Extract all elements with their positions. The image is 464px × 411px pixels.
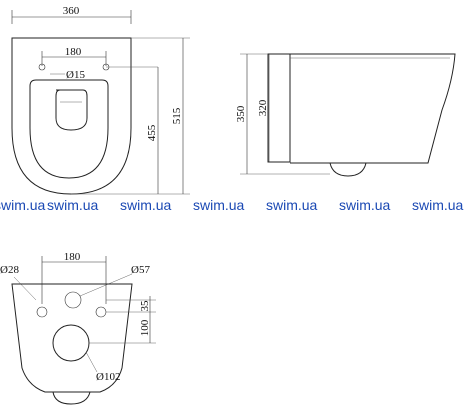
width-label: 360 — [63, 5, 80, 17]
offset-label: 35 — [139, 300, 151, 312]
outlet-bulb — [329, 162, 367, 177]
side-view: 350 320 — [235, 53, 456, 177]
watermark-text: swim.ua — [120, 197, 172, 213]
bowl-opening — [55, 89, 88, 131]
watermark-row: swim.ua swim.ua swim.ua swim.ua swim.ua … — [0, 197, 464, 213]
outlet-leader — [85, 351, 98, 373]
back-view: 180 Ø28 Ø57 35 100 Ø102 — [0, 251, 156, 405]
watermark-text: swim.ua — [339, 197, 391, 213]
hole-diameter-label: Ø15 — [66, 69, 85, 81]
inlet-leader — [79, 273, 133, 297]
outlet-diameter-label: Ø102 — [96, 371, 120, 383]
waste-outlet — [52, 324, 90, 362]
top-view: 360 180 Ø15 455 515 — [11, 5, 190, 195]
inlet-label: Ø57 — [131, 264, 150, 276]
watermark-text: swim.ua — [412, 197, 464, 213]
bolt-hole-left — [36, 306, 48, 318]
watermark-text: swim.ua — [47, 197, 99, 213]
seat-outline — [29, 79, 109, 179]
wall-plate — [267, 53, 291, 163]
height-label: 350 — [235, 105, 247, 122]
bolt-hole-leader — [13, 276, 37, 301]
back-body-outline — [11, 283, 133, 393]
depth-label: 455 — [146, 124, 158, 141]
bolt-hole-right — [95, 306, 107, 318]
watermark-text: swim.ua — [193, 197, 245, 213]
hole-spacing-label: 180 — [65, 46, 82, 58]
mounting-hole-left — [38, 63, 46, 71]
inner-height-label: 320 — [257, 99, 269, 116]
back-outlet-bottom — [52, 391, 91, 405]
water-inlet — [64, 291, 82, 309]
watermark-text: swim.ua — [0, 197, 46, 213]
overall-length-label: 515 — [171, 107, 183, 124]
bowl-profile — [290, 53, 456, 164]
bolt-hole-label: Ø28 — [0, 264, 19, 276]
watermark-text: swim.ua — [266, 197, 318, 213]
back-hole-spacing-label: 180 — [64, 251, 81, 263]
outlet-height-label: 100 — [139, 319, 151, 336]
